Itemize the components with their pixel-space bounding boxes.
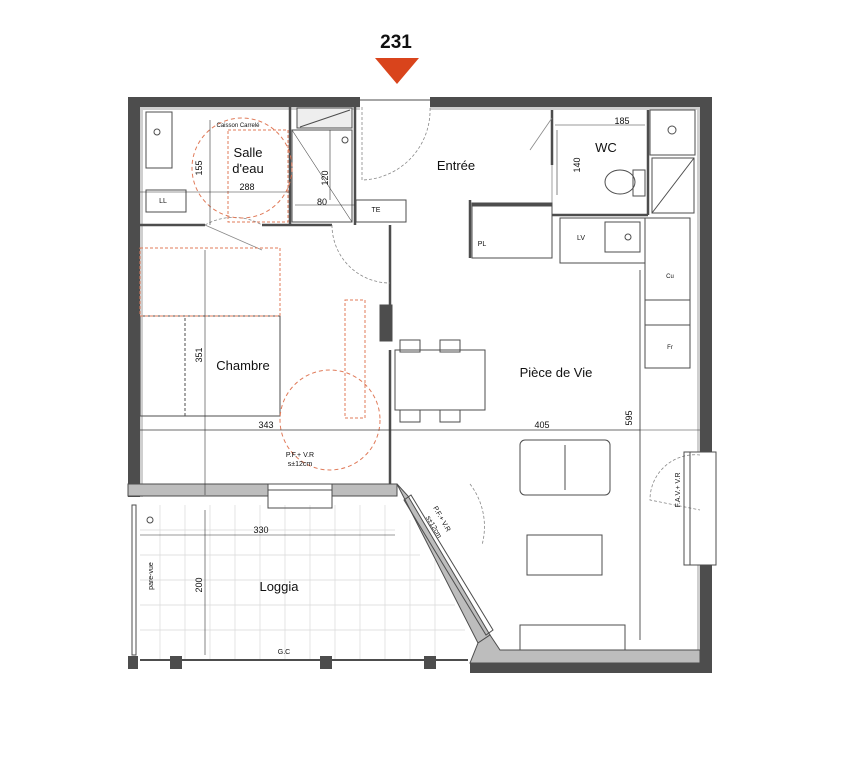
washing-machine-icon [145, 189, 187, 213]
room-label-entree: Entrée [437, 158, 475, 173]
label-lv: LV [577, 235, 585, 242]
drain-icon [146, 516, 154, 524]
entrance-arrow-icon [375, 58, 419, 84]
label-pare-vue: pare-vue [148, 562, 155, 590]
dim-595: 595 [624, 410, 634, 425]
dim-200: 200 [194, 577, 204, 592]
kitchen-sink-icon [604, 221, 641, 253]
coffee-table-icon [526, 534, 603, 576]
kitchen-counter [559, 217, 691, 369]
windows [267, 451, 717, 636]
entry-closet [471, 202, 553, 259]
dim-80: 80 [317, 197, 327, 207]
label-fr: Fr [667, 345, 673, 351]
loggia-walls [127, 483, 701, 669]
label-cu: Cu [666, 274, 674, 280]
bathroom-fixtures [145, 107, 407, 223]
wc-shower-icon [651, 157, 695, 214]
bedroom-furniture [139, 247, 393, 471]
dim-288: 288 [239, 182, 254, 192]
room-label-loggia: Loggia [259, 579, 299, 594]
door-swings [204, 117, 701, 546]
room-label-piece-de-vie: Pièce de Vie [520, 365, 593, 380]
label-pf-vr: P.F.+ V.R [286, 452, 314, 459]
label-pf-vr-2: s±12cm [288, 461, 313, 468]
wc-fixtures [604, 109, 696, 214]
water-heater-icon [355, 199, 407, 223]
tv-unit-icon [519, 624, 626, 651]
bathroom-sink-icon [145, 111, 173, 169]
room-label-wc: WC [595, 140, 617, 155]
dim-155: 155 [194, 160, 204, 175]
dim-140: 140 [572, 157, 582, 172]
label-ll: LL [159, 198, 167, 205]
entry-door[interactable] [360, 99, 431, 181]
room-label-salle-deau-2: d'eau [232, 161, 263, 176]
dim-351: 351 [194, 347, 204, 362]
dim-120: 120 [320, 170, 330, 185]
interior-walls [140, 107, 650, 484]
toilet-icon [604, 169, 636, 195]
loggia-tile-grid [140, 505, 465, 660]
exterior-walls [128, 97, 712, 673]
label-gc: G.C [278, 649, 290, 656]
dim-330: 330 [253, 525, 268, 535]
dim-405: 405 [534, 420, 549, 430]
label-fav-vr: F.A.V.+ V.R [675, 472, 682, 507]
label-caisson: Caisson Carrelé [216, 123, 260, 129]
unit-number: 231 [380, 32, 412, 53]
room-label-chambre: Chambre [216, 358, 269, 373]
shower-tray-icon [291, 129, 353, 223]
room-label-salle-deau: Salle [234, 145, 263, 160]
wall-insulation [140, 107, 700, 663]
sofa-icon [519, 439, 611, 496]
dimension-lines [140, 120, 700, 655]
dining-table-icon [394, 349, 486, 411]
dim-343: 343 [258, 420, 273, 430]
label-te: TE [372, 207, 381, 214]
dim-185: 185 [614, 116, 629, 126]
label-pl: PL [478, 241, 487, 248]
